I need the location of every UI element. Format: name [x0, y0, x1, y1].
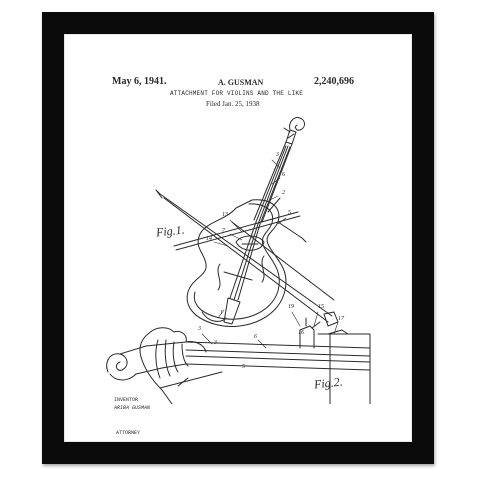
ref-numeral: 3: [214, 340, 217, 346]
fig2-leader-lines: [201, 311, 339, 349]
fig1-crossbar-lower: [175, 215, 301, 251]
ref-numeral: 16: [298, 330, 304, 336]
inventor-label: INVENTOR: [114, 397, 139, 403]
ref-numeral: 3: [198, 326, 201, 332]
inventor-heading: A. GUSMAN: [218, 78, 264, 87]
ref-numeral: 14: [206, 236, 212, 242]
ref-numeral: 6: [282, 172, 285, 178]
ref-numeral: 17: [338, 316, 344, 322]
violin-drawing: [106, 117, 371, 404]
picture-frame: May 6, 1941. A. GUSMAN 2,240,696 ATTACHM…: [42, 12, 434, 464]
patent-print: May 6, 1941. A. GUSMAN 2,240,696 ATTACHM…: [102, 72, 374, 436]
patent-number: 2,240,696: [314, 76, 354, 87]
patent-date: May 6, 1941.: [112, 76, 167, 87]
ref-numeral: 1: [220, 310, 223, 316]
inventor-name: ARIBA GUSMAN: [114, 405, 151, 411]
ref-numeral: 5: [242, 364, 245, 370]
ref-numeral: 3: [276, 152, 279, 158]
ref-numeral: 15: [318, 304, 324, 310]
fig2-label: Fig.2.: [313, 374, 344, 392]
ref-numeral: 5: [288, 210, 291, 216]
ref-numeral: 7: [222, 228, 225, 234]
fig2-violin-neck: [106, 317, 371, 404]
fig1-label: Fig.1.: [155, 222, 186, 240]
fig1-leader-lines: [213, 159, 287, 319]
mat-board: May 6, 1941. A. GUSMAN 2,240,696 ATTACHM…: [64, 34, 412, 442]
fig1-violin: [186, 117, 307, 327]
fig2-hand: [139, 327, 207, 404]
ref-numeral: 19: [288, 304, 294, 310]
fig2-bow-stroke: [159, 371, 223, 389]
attorney-label: ATTORNEY: [116, 430, 141, 436]
patent-title: ATTACHMENT FOR VIOLINS AND THE LIKE: [170, 90, 304, 97]
fig1-crossbar: [173, 211, 299, 247]
ref-numeral: 13: [222, 212, 228, 218]
filed-date: Filed Jan. 25, 1938: [206, 100, 260, 108]
ref-numeral: 2: [282, 190, 285, 196]
ref-numeral: 6: [254, 334, 257, 340]
fig2-bow-tip: [177, 377, 189, 387]
